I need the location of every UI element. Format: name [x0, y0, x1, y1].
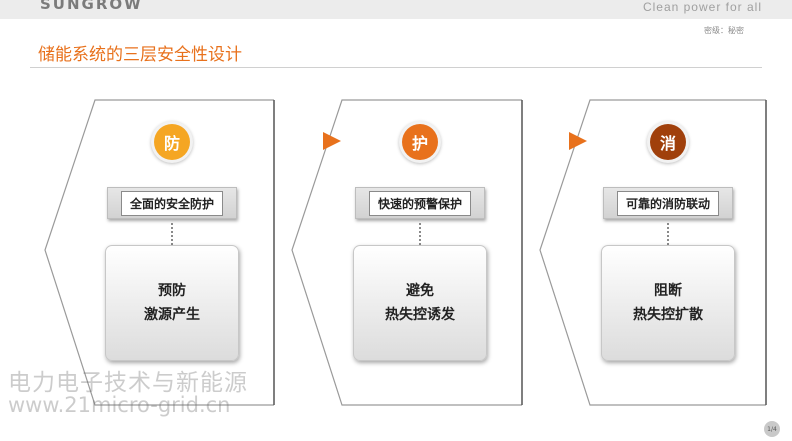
- connector-2: [419, 223, 421, 245]
- connector-3: [667, 223, 669, 245]
- badge-hu-text: 护: [411, 134, 428, 153]
- chevron-frame-2: [291, 99, 522, 406]
- card-3: 阻断 热失控扩散: [601, 245, 735, 361]
- sungrow-logo: SUNGROW: [40, 0, 143, 13]
- badge-fang-text: 防: [163, 134, 180, 153]
- badge-hu: 护: [402, 124, 438, 160]
- card-1-line-2: 激源产生: [144, 307, 200, 323]
- badge-fang: 防: [154, 124, 190, 160]
- badge-xiao-text: 消: [659, 134, 676, 153]
- title-divider: [30, 67, 762, 68]
- slogan: Clean power for all: [642, 0, 762, 14]
- label-box-3: 可靠的消防联动: [603, 187, 733, 219]
- chevron-frame-1: [44, 99, 274, 406]
- watermark-url: www.21micro-grid.cn: [8, 393, 231, 417]
- label-box-1: 全面的安全防护: [107, 187, 237, 219]
- secrecy-level: 密级：秘密: [704, 26, 744, 35]
- card-1: 预防 激源产生: [105, 245, 239, 361]
- card-2-line-1: 避免: [406, 283, 434, 299]
- badge-xiao: 消: [650, 124, 686, 160]
- watermark-text: 电力电子技术与新能源: [8, 370, 248, 396]
- chevron-frame-3: [539, 99, 766, 406]
- page-number: 1/4: [764, 421, 780, 437]
- page-title: 储能系统的三层安全性设计: [38, 45, 242, 65]
- card-3-line-2: 热失控扩散: [633, 307, 703, 323]
- card-2-line-2: 热失控诱发: [385, 307, 455, 323]
- card-3-line-1: 阻断: [654, 283, 682, 299]
- card-2: 避免 热失控诱发: [353, 245, 487, 361]
- arrow-marker-2: [569, 132, 587, 150]
- card-1-line-1: 预防: [158, 283, 186, 299]
- label-box-2: 快速的预警保护: [355, 187, 485, 219]
- connector-1: [171, 223, 173, 245]
- label-text-3: 可靠的消防联动: [616, 190, 719, 216]
- arrow-marker-1: [323, 132, 341, 150]
- label-text-1: 全面的安全防护: [120, 190, 223, 216]
- label-text-2: 快速的预警保护: [368, 190, 471, 216]
- top-bar: SUNGROW Clean power for all: [0, 0, 792, 19]
